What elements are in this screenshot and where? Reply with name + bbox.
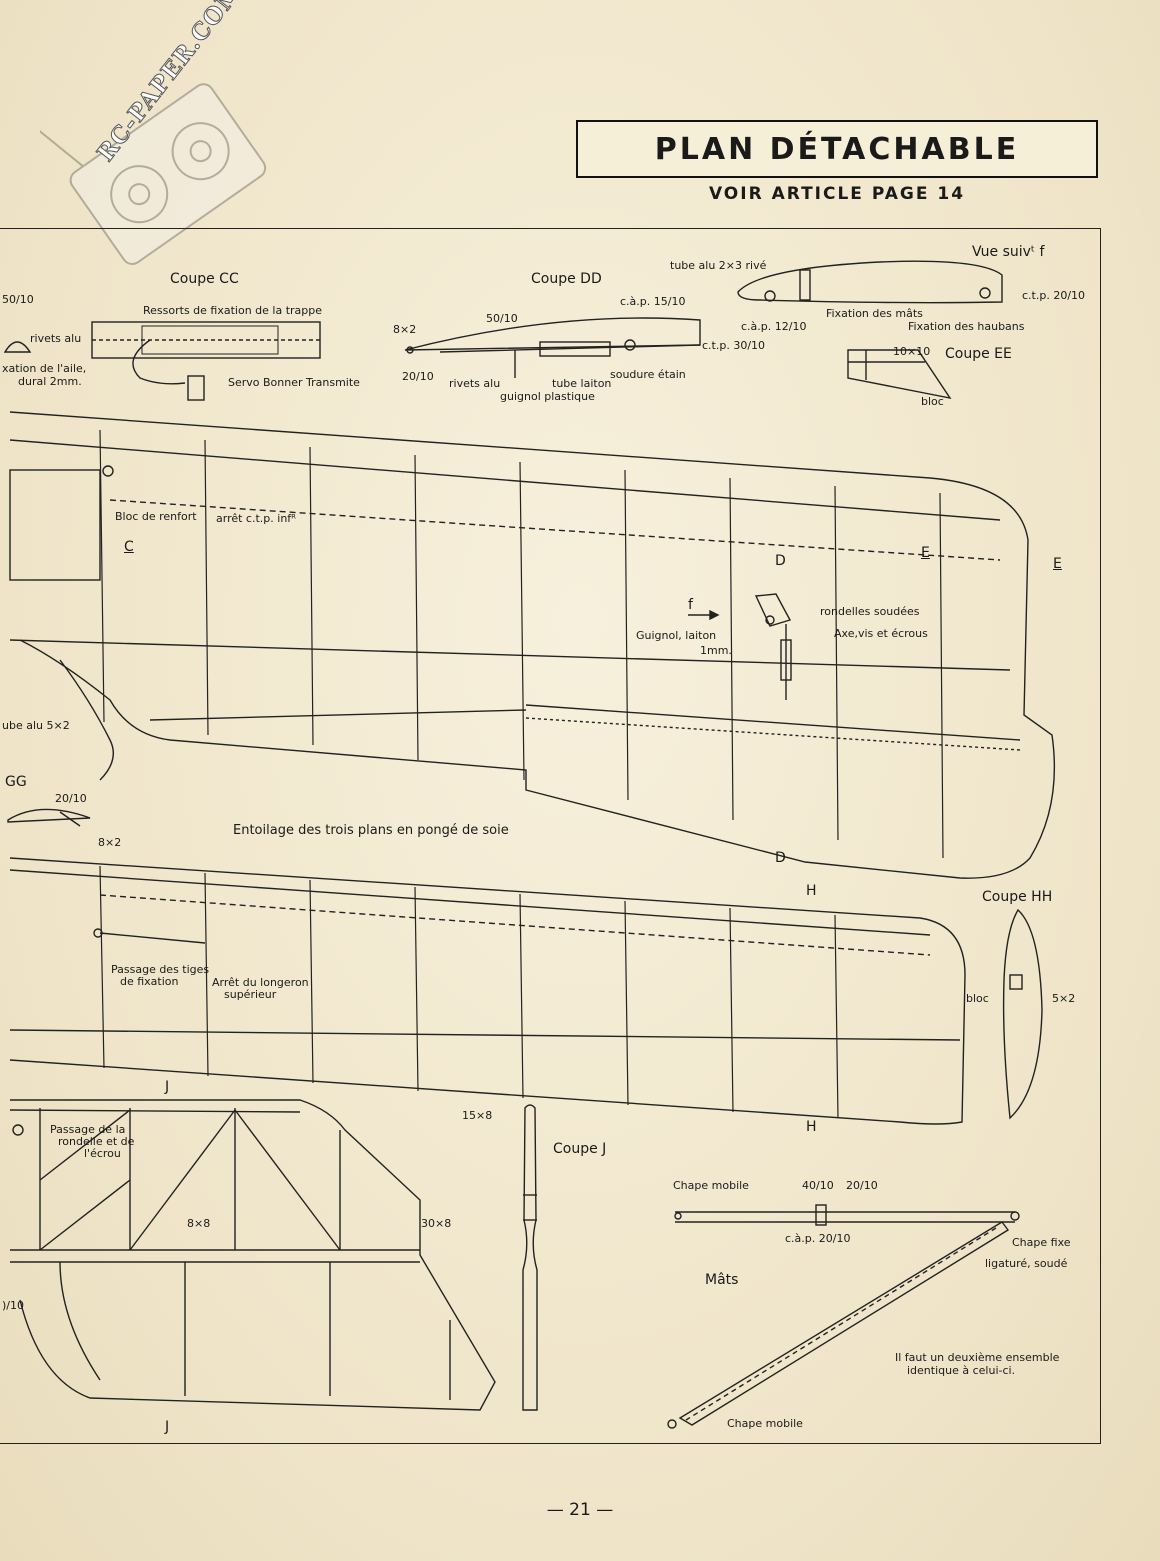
title-box: PLAN DÉTACHABLE [576, 120, 1098, 178]
label-hh-bloc: bloc [966, 992, 989, 1005]
label-dd-soudure: soudure étain [610, 368, 686, 381]
vue-suivant-f-detail [737, 260, 1003, 304]
plan-frame [0, 228, 1101, 1444]
label-guignol-laiton: Guignol, laiton [636, 629, 717, 642]
label-m-40-10: 40/10 [802, 1179, 834, 1192]
label-chape-fixe: Chape fixe [1012, 1236, 1071, 1249]
label-bloc-renfort: Bloc de renfort [115, 510, 197, 523]
mats-detail [667, 1204, 1020, 1429]
coupe-j-detail [522, 1104, 538, 1411]
marker-c: C [124, 539, 134, 555]
section-title-coupe-ee: Coupe EE [945, 346, 1012, 362]
label-dd-tube-laiton: tube laiton [552, 377, 612, 390]
fuselage-side-view [9, 1099, 496, 1411]
label-dd-cap-15-10: c.à.p. 15/10 [620, 295, 686, 308]
marker-e-arrow: E [921, 545, 930, 561]
label-arret-longeron-1: Arrêt du longeron [212, 976, 309, 989]
label-dd-ctp-30-10: c.t.p. 30/10 [702, 339, 766, 352]
label-vs-fixation-mats: Fixation des mâts [826, 307, 923, 320]
label-hh-5x2: 5×2 [1052, 992, 1076, 1005]
label-rivets-alu-left: rivets alu [30, 332, 82, 345]
label-deuxieme-2: identique à celui-ci. [907, 1364, 1016, 1377]
watermark-logo [25, 50, 290, 290]
label-dd-50-10: 50/10 [486, 312, 518, 325]
label-ligature: ligaturé, soudé [985, 1257, 1068, 1270]
section-title-coupe-hh: Coupe HH [982, 889, 1053, 905]
label-servo: Servo Bonner Transmite [228, 376, 360, 389]
coupe-cc-detail [3, 321, 321, 401]
label-deuxieme-1: Il faut un deuxième ensemble [895, 1351, 1060, 1364]
label-passage-tiges-1: Passage des tiges [111, 963, 210, 976]
label-passage-rondelle-1: Passage de la [50, 1123, 126, 1136]
label-j-30x8: 30×8 [421, 1217, 452, 1230]
marker-f-arrow: f [688, 597, 693, 613]
label-arret-longeron-2: supérieur [224, 988, 277, 1001]
label-ee-10x10: 10×10 [893, 345, 931, 358]
page-subtitle: VOIR ARTICLE PAGE 14 [708, 184, 966, 204]
section-title-vue-suivant: Vue suivᵗ f [972, 244, 1045, 260]
label-m-20-10: 20/10 [846, 1179, 878, 1192]
page-title: PLAN DÉTACHABLE [654, 131, 1020, 167]
coupe-ee-detail [847, 349, 952, 400]
label-passage-rondelle-3: l'écrou [84, 1147, 121, 1160]
upper-wing-outline [9, 411, 1056, 879]
label-passage-rondelle-2: rondelle et de [58, 1135, 135, 1148]
section-title-mats: Mâts [705, 1272, 739, 1288]
label-dd-rivets-alu: rivets alu [449, 377, 501, 390]
coupe-hh-detail [1002, 908, 1043, 1120]
label-j-8x8: 8×8 [187, 1217, 211, 1230]
radio-transmitter-icon [25, 83, 267, 265]
label-rondelles: rondelles soudées [820, 605, 920, 618]
label-chape-mobile-bottom: Chape mobile [727, 1417, 803, 1430]
marker-j-bottom: J [165, 1419, 170, 1435]
label-dd-8x2: 8×2 [393, 323, 417, 336]
label-tube-alu-5x2: ube alu 5×2 [2, 719, 70, 732]
marker-j-top: J [165, 1079, 170, 1095]
label-axe: Axe,vis et écrous [834, 627, 928, 640]
label-gg-8x2: 8×2 [98, 836, 122, 849]
marker-d-top: D [775, 553, 786, 569]
label-gg-20-10: 20/10 [55, 792, 87, 805]
marker-h-top: H [806, 883, 817, 899]
label-vs-cap-12-10: c.à.p. 12/10 [741, 320, 807, 333]
label-ee-bloc: bloc [921, 395, 944, 408]
label-guignol-1mm: 1mm. [700, 644, 732, 657]
label-fixation-aile: xation de l'aile, [2, 362, 87, 375]
section-title-coupe-dd: Coupe DD [531, 271, 602, 287]
label-dd-guignol: guignol plastique [500, 390, 595, 403]
label-50-10-left: 50/10 [2, 293, 34, 306]
section-title-coupe-gg: GG [5, 774, 27, 790]
label-j-15x8: 15×8 [462, 1109, 493, 1122]
section-title-coupe-j: Coupe J [553, 1141, 607, 1157]
lower-wing-outline [9, 857, 966, 1125]
label-left-10: )/10 [2, 1299, 24, 1312]
label-arret-ctp: arrêt c.t.p. infᴿ [216, 512, 296, 525]
section-title-coupe-cc: Coupe CC [170, 271, 239, 287]
label-dural: dural 2mm. [18, 375, 82, 388]
label-chape-mobile-top: Chape mobile [673, 1179, 749, 1192]
label-ressorts: Ressorts de fixation de la trappe [143, 304, 323, 317]
marker-e: E [1053, 556, 1062, 572]
marker-h-bottom: H [806, 1119, 817, 1135]
coupe-gg-detail [7, 808, 91, 827]
marker-d-bottom: D [775, 850, 786, 866]
page-number: — 21 — [546, 1500, 614, 1520]
label-vs-ctp-20-10: c.t.p. 20/10 [1022, 289, 1086, 302]
label-dd-20-10: 20/10 [402, 370, 434, 383]
label-entoilage: Entoilage des trois plans en pongé de so… [233, 823, 509, 838]
coupe-dd-detail [404, 317, 701, 378]
label-vs-tube-alu: tube alu 2×3 rivé [670, 259, 767, 272]
label-passage-tiges-2: de fixation [120, 975, 179, 988]
label-m-cap-20-10: c.à.p. 20/10 [785, 1232, 851, 1245]
label-vs-fixation-haubans: Fixation des haubans [908, 320, 1025, 333]
